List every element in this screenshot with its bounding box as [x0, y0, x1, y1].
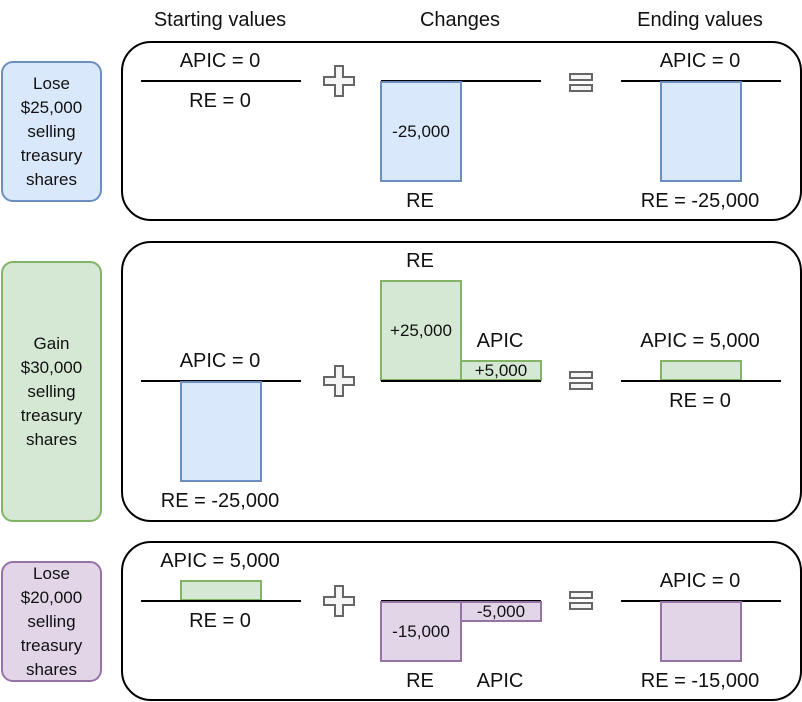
- row-1-change-re-value: -25,000: [392, 121, 450, 141]
- row-1-start-axis: [141, 80, 301, 82]
- row-1-end-re-bar: [660, 81, 742, 182]
- row-2-change-axis: [381, 380, 541, 382]
- row-3-start-apic-bar: [180, 580, 262, 601]
- row-3-start-axis: [141, 600, 301, 602]
- row-3-change-re-label: RE: [406, 670, 434, 692]
- row-2-change-re-bar: +25,000: [380, 280, 462, 381]
- row-3-end-re-bar: [660, 601, 742, 662]
- row-3-start-re: RE = 0: [189, 610, 251, 632]
- row-2-change-re-label: RE: [406, 250, 434, 272]
- row-2-change-re-value: +25,000: [390, 320, 452, 340]
- row-1-start-re: RE = 0: [189, 90, 251, 112]
- row-1-panel: [121, 41, 802, 221]
- row-3-change-re-value: -15,000: [392, 621, 450, 641]
- row-2-end-apic: APIC = 5,000: [640, 330, 760, 352]
- row-3-start-apic: APIC = 5,000: [160, 550, 280, 572]
- row-2-change-apic-bar: +5,000: [460, 360, 542, 381]
- row-1-end-re: RE = -25,000: [640, 190, 760, 212]
- row-2-start-re-bar: [180, 381, 262, 482]
- row-3-label: Lose $20,000 selling treasury shares: [1, 561, 102, 682]
- row-2-panel: [121, 241, 802, 522]
- row-2-start-apic: APIC = 0: [179, 350, 261, 372]
- row-2-change-apic-label: APIC: [476, 330, 524, 352]
- row-3-panel: [121, 541, 802, 701]
- row-3-end-apic: APIC = 0: [659, 570, 741, 592]
- row-3-change-apic-label: APIC: [476, 670, 524, 692]
- equals-icon: [569, 371, 593, 390]
- row-3-change-apic-bar: -5,000: [460, 601, 542, 622]
- header-ending-values: Ending values: [637, 9, 763, 31]
- row-3-end-re: RE = -15,000: [640, 670, 760, 692]
- plus-icon: [323, 585, 355, 617]
- row-1-change-re-bar: -25,000: [380, 81, 462, 182]
- row-2-label: Gain $30,000 selling treasury shares: [1, 261, 102, 522]
- header-changes: Changes: [419, 9, 501, 31]
- equals-icon: [569, 591, 593, 610]
- row-1-start-apic: APIC = 0: [179, 50, 261, 72]
- row-2-change-apic-value: +5,000: [474, 360, 528, 380]
- row-1-change-re-label: RE: [406, 190, 434, 212]
- row-1-end-apic: APIC = 0: [659, 50, 741, 72]
- row-2-end-apic-bar: [660, 360, 742, 381]
- plus-icon: [323, 65, 355, 97]
- row-1-label: Lose $25,000 selling treasury shares: [1, 61, 102, 202]
- row-3-change-apic-value: -5,000: [476, 601, 526, 621]
- plus-icon: [323, 365, 355, 397]
- header-starting-values: Starting values: [153, 9, 287, 31]
- row-3-change-re-bar: -15,000: [380, 601, 462, 662]
- row-2-start-re: RE = -25,000: [160, 490, 280, 512]
- row-2-end-re: RE = 0: [669, 390, 731, 412]
- equals-icon: [569, 73, 593, 92]
- row-2-end-axis: [621, 380, 781, 382]
